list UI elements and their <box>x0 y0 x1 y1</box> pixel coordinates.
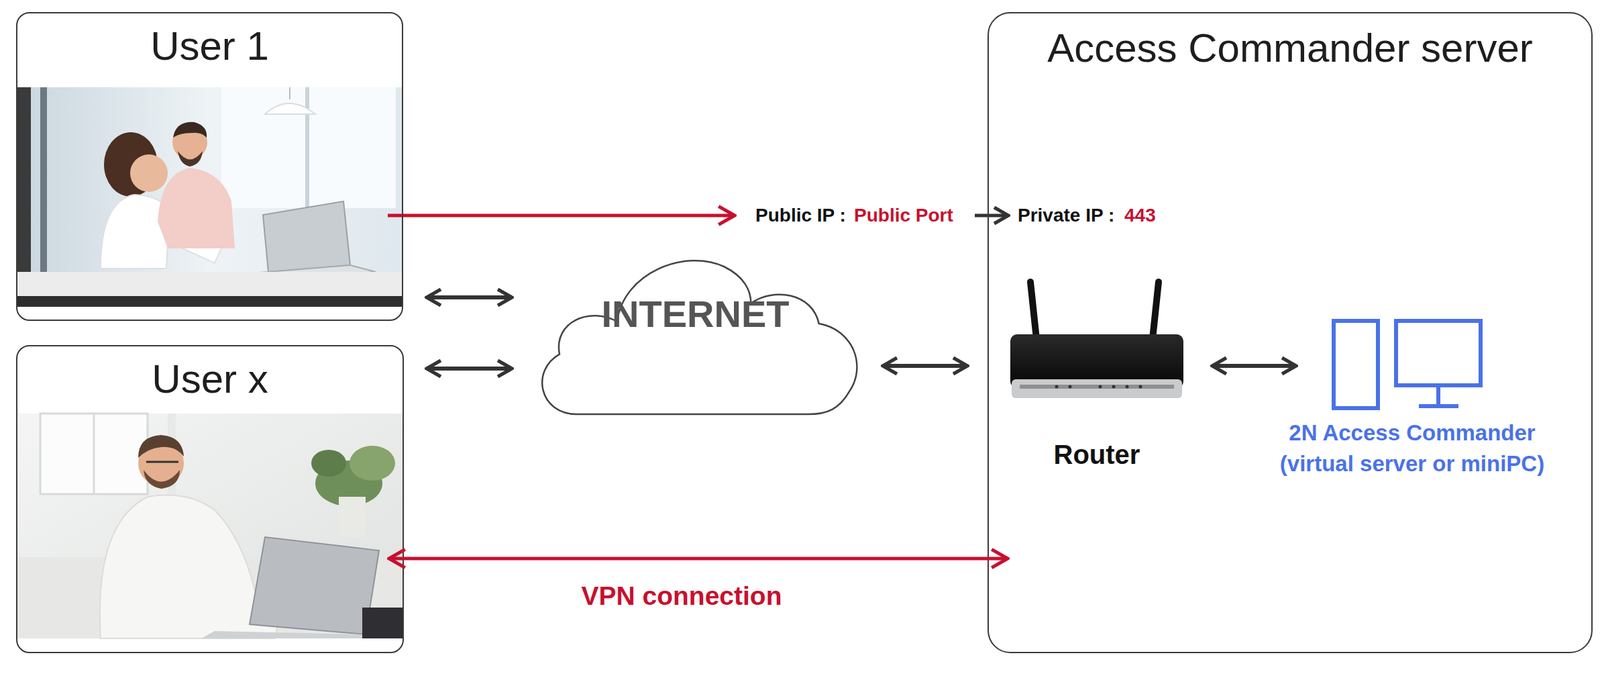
router-icon-part <box>1019 384 1175 389</box>
address-label: Public Port <box>854 203 954 227</box>
internet-cloud-text: INTERNET <box>601 291 790 336</box>
home-photo-part <box>349 445 396 481</box>
router-icon-part <box>1125 385 1130 389</box>
home-photo-part <box>93 413 96 494</box>
address-label: Private IP : <box>1017 203 1115 227</box>
office-photo-part <box>157 167 235 249</box>
office-photo-part <box>264 103 316 115</box>
router-node: Router <box>1006 275 1188 470</box>
office-photo-part <box>262 201 351 272</box>
home-photo-part <box>311 449 347 477</box>
user-panel: User x <box>16 344 404 653</box>
router-icon-part <box>1011 379 1183 398</box>
router-icon-part <box>1068 385 1073 389</box>
vpn-connector <box>389 556 1008 561</box>
network-connector <box>426 295 512 300</box>
office-photo-part <box>16 87 404 307</box>
home-photo-part <box>362 607 404 638</box>
port-forward-arrow-part <box>974 214 1009 218</box>
address-label: Public IP : <box>755 203 846 227</box>
public-ip-arrow-part <box>387 214 735 218</box>
server-icon-part <box>1396 320 1481 386</box>
connector-label: VPN connection <box>580 580 782 612</box>
network-connector <box>1212 363 1297 368</box>
network-connector <box>882 363 968 368</box>
server-icon <box>1333 320 1481 408</box>
office-photo-part <box>289 87 291 100</box>
network-connector <box>426 366 512 371</box>
home-photo-part <box>201 630 390 638</box>
office-photo-part <box>177 150 203 167</box>
address-label: 443 <box>1124 203 1156 227</box>
router-icon-part <box>1030 281 1037 339</box>
internet-cloud: INTERNET <box>530 250 861 416</box>
user-panel-text: User x <box>151 355 268 403</box>
server-icon-part <box>1418 403 1459 408</box>
cloud-shape <box>542 260 857 414</box>
home-photo-part <box>143 469 180 489</box>
router-node-text: Router <box>1053 439 1141 470</box>
office-photo <box>16 87 404 307</box>
office-photo-part <box>16 271 404 296</box>
user-panel-text: User 1 <box>150 22 270 70</box>
home-photo <box>16 413 404 638</box>
user-panel: User 1 <box>16 12 404 321</box>
server-panel-text: Access Commander server <box>1047 24 1533 72</box>
router-icon-part <box>1098 385 1103 389</box>
home-photo-part <box>146 460 179 463</box>
port-forward-arrow <box>974 215 1009 217</box>
home-photo-part <box>138 434 184 458</box>
server-icon-part <box>1333 320 1378 408</box>
office-photo-part <box>305 87 310 208</box>
router-icon-part <box>1139 385 1143 389</box>
office-photo-part <box>130 154 168 192</box>
public-ip-arrow <box>387 215 735 217</box>
home-photo-part <box>40 413 148 494</box>
server-icon-part <box>1436 385 1441 404</box>
office-photo-part <box>173 122 207 138</box>
router-icon-part <box>1152 281 1159 339</box>
home-photo-part <box>338 496 366 537</box>
router-icon-part <box>1112 385 1116 389</box>
office-photo-part <box>16 295 404 307</box>
home-photo-part <box>16 413 404 638</box>
access-commander-node-text: 2N Access Commander (virtual server or m… <box>1254 417 1570 479</box>
home-photo-part <box>249 536 380 634</box>
access-commander-node: 2N Access Commander (virtual server or m… <box>1254 315 1570 484</box>
router-icon <box>1010 281 1184 398</box>
router-icon-part <box>1055 385 1059 389</box>
server-panel: Access Commander serverRouter 2N Access C… <box>987 12 1593 653</box>
office-photo-part <box>221 87 396 208</box>
